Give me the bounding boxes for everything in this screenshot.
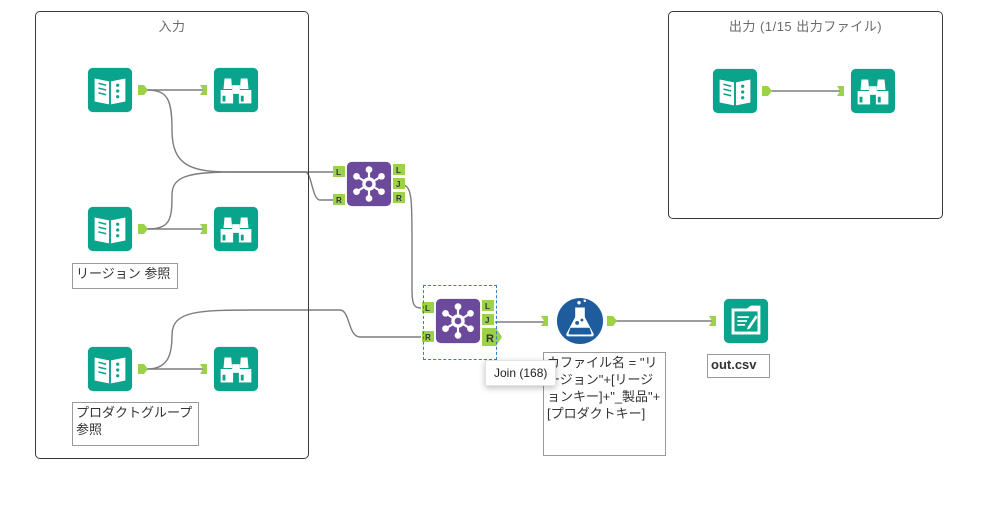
anchor-label: L <box>425 304 430 313</box>
anchors <box>138 85 844 374</box>
output-anchor[interactable] <box>138 364 148 374</box>
connection-line <box>146 89 335 173</box>
anchor-label: J <box>485 316 489 325</box>
container-title: 出力 (1/15 出力ファイル) <box>728 19 883 34</box>
join-anchor-left[interactable] <box>422 302 434 313</box>
book-icon <box>86 66 134 114</box>
join-output-left[interactable] <box>393 164 405 175</box>
join-icon <box>345 160 393 208</box>
formula-tool[interactable] <box>556 297 604 345</box>
browse-tool[interactable] <box>212 345 260 393</box>
book-icon <box>86 205 134 253</box>
tool-annotation: out.csv <box>707 354 770 378</box>
output-data-tool[interactable] <box>722 297 770 345</box>
input-anchor[interactable] <box>200 85 207 95</box>
anchor-label: R <box>486 333 494 345</box>
input-anchor[interactable] <box>200 364 207 374</box>
tool-tooltip: Join (168) <box>485 360 557 386</box>
input-anchor[interactable] <box>541 316 548 326</box>
input-data-tool[interactable] <box>86 205 134 253</box>
output-anchor[interactable] <box>138 224 148 234</box>
connection-line <box>401 184 422 309</box>
flask-icon <box>556 297 604 345</box>
anchor-label: R <box>336 196 342 205</box>
input-container[interactable]: 入力 <box>35 11 309 459</box>
book-icon <box>711 67 759 115</box>
join-output-join[interactable] <box>482 314 494 325</box>
join-tool[interactable] <box>434 297 482 345</box>
join-icon <box>434 297 482 345</box>
binoculars-icon <box>212 205 260 253</box>
join-anchor-left[interactable] <box>333 166 345 177</box>
binoculars-icon <box>849 67 897 115</box>
output-anchor[interactable] <box>138 85 148 95</box>
join-output-left[interactable] <box>482 300 494 311</box>
output-container[interactable]: 出力 (1/15 出力ファイル) <box>668 11 943 219</box>
connection-line <box>146 309 421 370</box>
container-title: 入力 <box>158 19 186 34</box>
anchor-label: R <box>396 194 402 203</box>
connections <box>146 89 840 370</box>
join-output-join[interactable] <box>393 178 405 189</box>
join-tool[interactable] <box>345 160 393 208</box>
input-data-tool[interactable] <box>86 345 134 393</box>
join-output-right[interactable] <box>393 192 405 203</box>
anchor-label: R <box>425 333 431 342</box>
anchor-label: L <box>336 168 341 177</box>
output-anchor[interactable] <box>607 316 617 326</box>
join-anchor-right[interactable] <box>422 331 434 342</box>
anchor-label: L <box>396 166 401 175</box>
tool-annotation: カファイル名 = "リージョン"+[リージョンキー]+"_製品"+[プロダクトキ… <box>543 352 666 456</box>
join-output-right[interactable] <box>482 328 502 346</box>
anchor-label: J <box>396 180 400 189</box>
selected-tool-outline <box>423 285 497 360</box>
output-anchor[interactable] <box>762 86 772 96</box>
tool-annotation: プロダクトグループ 参照 <box>72 402 199 446</box>
anchor-label: L <box>485 302 490 311</box>
input-data-tool[interactable] <box>86 66 134 114</box>
browse-tool[interactable] <box>212 205 260 253</box>
browse-tool[interactable] <box>849 67 897 115</box>
binoculars-icon <box>212 66 260 114</box>
connection-line <box>146 171 335 230</box>
output-file-icon <box>722 297 770 345</box>
binoculars-icon <box>212 345 260 393</box>
input-anchor[interactable] <box>200 224 207 234</box>
browse-tool[interactable] <box>212 66 260 114</box>
input-anchor[interactable] <box>837 86 844 96</box>
input-anchor[interactable] <box>709 316 716 326</box>
input-data-tool[interactable] <box>711 67 759 115</box>
tool-annotation: リージョン 参照 <box>72 263 178 289</box>
book-icon <box>86 345 134 393</box>
join-anchor-right[interactable] <box>333 194 345 205</box>
